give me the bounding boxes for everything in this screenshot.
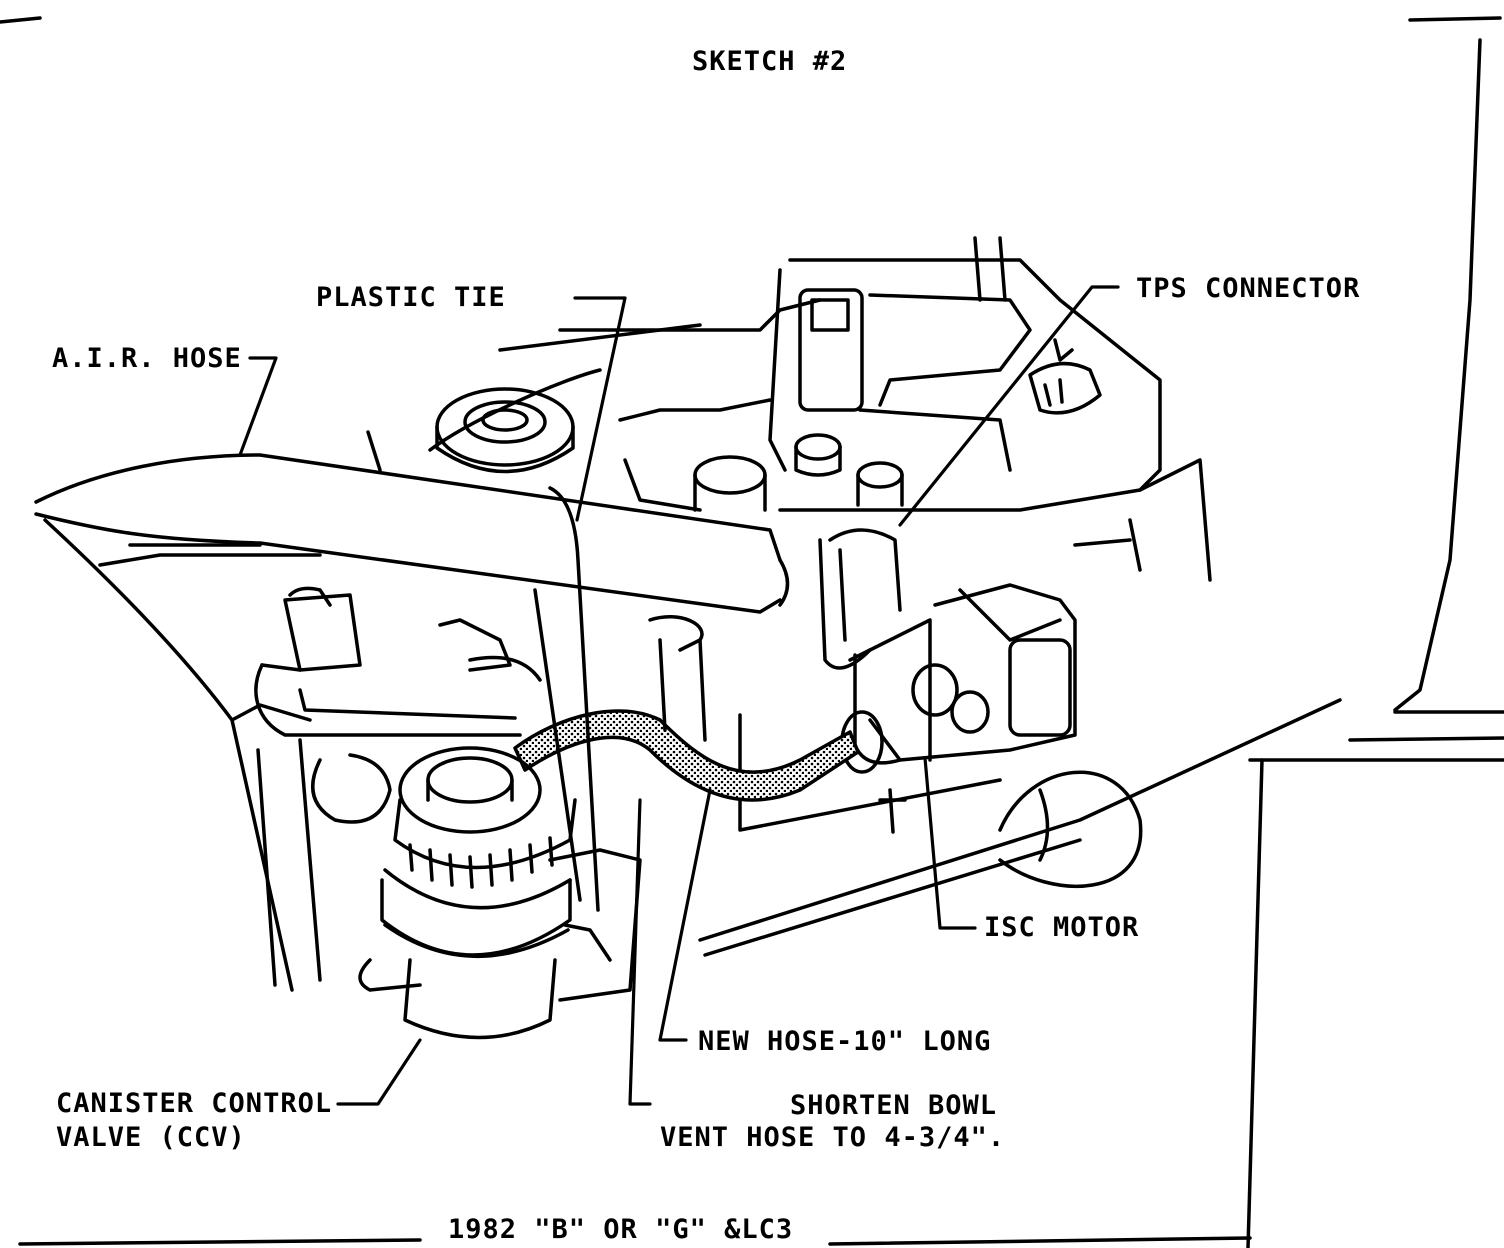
label-tps-connector: TPS CONNECTOR: [1136, 273, 1361, 304]
engine-outline: [43, 298, 822, 992]
label-ccv-line2: VALVE (CCV): [56, 1122, 246, 1153]
page-edge-step: [1248, 710, 1504, 762]
carburetor-body: [618, 236, 1212, 582]
page-edge-bottom: [18, 1236, 1252, 1246]
oil-cap: [435, 387, 575, 474]
label-plastic-tie: PLASTIC TIE: [316, 282, 506, 313]
label-new-hose: NEW HOSE-10" LONG: [698, 1026, 992, 1057]
new-hose: [513, 709, 860, 802]
label-air-hose: A.I.R. HOSE: [52, 343, 242, 374]
bowl-vent-hose: [254, 586, 707, 742]
leader-lines: [238, 285, 1120, 1106]
tps-connector-part: [1028, 338, 1102, 415]
lower-chassis: [698, 698, 1342, 957]
canister-control-valve: [256, 738, 642, 1040]
leader-isc: [923, 756, 977, 930]
leader-plastic-tie: [573, 296, 627, 522]
sketch-title: SKETCH #2: [692, 46, 848, 77]
page-edge-top-left: [0, 16, 42, 24]
footer-caption: 1982 "B" OR "G" &LC3: [448, 1214, 794, 1245]
leader-tps: [898, 285, 1120, 527]
label-isc-motor: ISC MOTOR: [984, 912, 1140, 943]
leader-ccv: [336, 1038, 422, 1106]
leader-bowl-vent: [628, 798, 652, 1106]
label-bowl-line1: SHORTEN BOWL: [790, 1090, 998, 1121]
plastic-tie-strap: [548, 486, 600, 912]
page-edge-top-right: [1408, 16, 1502, 22]
leader-air-hose: [238, 356, 278, 457]
page-edge-lower: [1246, 758, 1264, 1248]
air-hose: [34, 453, 790, 614]
label-ccv-line1: CANISTER CONTROL: [56, 1088, 333, 1119]
isc-motor-part: [818, 528, 1077, 774]
page-edge-right: [1393, 38, 1482, 712]
leader-new-hose: [658, 788, 712, 1042]
label-bowl-line2: VENT HOSE TO 4-3/4".: [660, 1122, 1006, 1153]
